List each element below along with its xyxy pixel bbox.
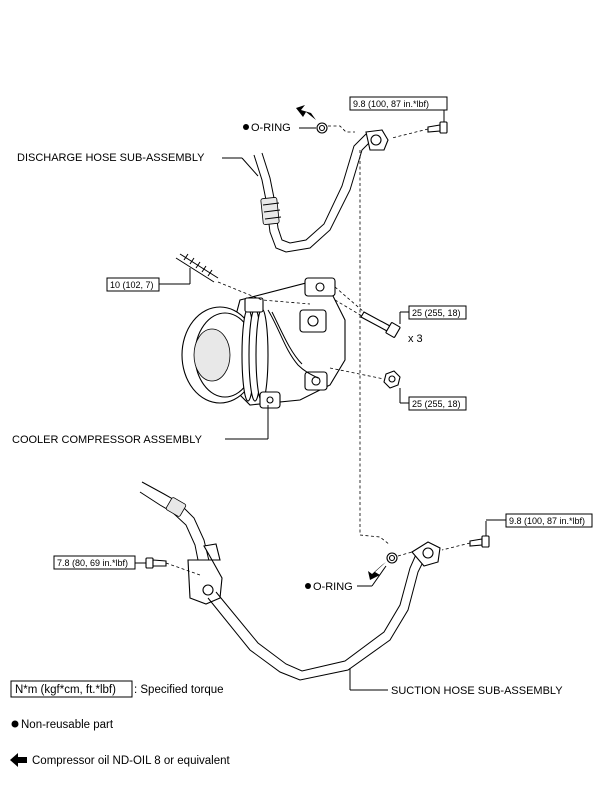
svg-text:N*m (kgf*cm, ft.*lbf): N*m (kgf*cm, ft.*lbf)	[15, 684, 116, 696]
torque-stud: 10 (102, 7)	[106, 268, 191, 292]
suction-hose	[139, 481, 441, 681]
arrow-left-icon	[10, 753, 27, 767]
compressor-callout: COOLER COMPRESSOR ASSEMBLY	[12, 405, 269, 446]
torque-bracket-bolt: 7.8 (80, 69 in.*lbf)	[53, 555, 146, 570]
svg-text:25 (255, 18): 25 (255, 18)	[412, 308, 461, 318]
svg-text:: Specified torque: : Specified torque	[134, 684, 224, 696]
legend-non-reusable: Non-reusable part	[11, 719, 114, 731]
oring-top-part	[316, 122, 328, 134]
compressor	[181, 277, 346, 409]
oring-bottom-label: O-RING	[313, 581, 353, 593]
compressor-bolt	[360, 311, 401, 338]
oring-top-label: O-RING	[251, 122, 291, 134]
compressor-oil-arrow-bottom	[368, 562, 386, 580]
discharge-hose-label: DISCHARGE HOSE SUB-ASSEMBLY	[17, 152, 205, 164]
oring-bottom-part	[386, 552, 398, 564]
torque-suction-bolt: 9.8 (100, 87 in.*lbf)	[486, 513, 593, 528]
svg-text:9.8 (100, 87 in.*lbf): 9.8 (100, 87 in.*lbf)	[353, 99, 429, 109]
torque-compressor-bolt: 25 (255, 18)	[399, 305, 467, 324]
svg-text:Compressor oil ND-OIL 8 or equ: Compressor oil ND-OIL 8 or equivalent	[32, 755, 231, 767]
oring-bottom-callout: O-RING	[305, 565, 387, 593]
stud-bolt	[175, 253, 219, 283]
compressor-nut	[383, 370, 401, 389]
suction-hose-label: SUCTION HOSE SUB-ASSEMBLY	[391, 685, 563, 697]
svg-text:25 (255, 18): 25 (255, 18)	[412, 399, 461, 409]
torque-discharge-bolt: 9.8 (100, 87 in.*lbf)	[349, 96, 448, 111]
suction-hose-callout: SUCTION HOSE SUB-ASSEMBLY	[349, 668, 563, 697]
legend-torque: N*m (kgf*cm, ft.*lbf) : Specified torque	[10, 680, 224, 698]
non-reusable-dot-icon	[11, 720, 19, 728]
svg-text:7.8 (80, 69 in.*lbf): 7.8 (80, 69 in.*lbf)	[57, 558, 128, 568]
oring-top-callout: O-RING	[243, 122, 316, 134]
svg-text:10 (102, 7): 10 (102, 7)	[110, 280, 154, 290]
svg-text:9.8 (100, 87 in.*lbf): 9.8 (100, 87 in.*lbf)	[509, 516, 585, 526]
torque-compressor-nut: 25 (255, 18)	[399, 388, 467, 411]
svg-text:Non-reusable part: Non-reusable part	[21, 719, 114, 731]
discharge-hose-callout: DISCHARGE HOSE SUB-ASSEMBLY	[17, 152, 259, 177]
compressor-label: COOLER COMPRESSOR ASSEMBLY	[12, 434, 203, 446]
legend-compressor-oil: Compressor oil ND-OIL 8 or equivalent	[10, 753, 231, 767]
suction-bolt	[469, 535, 490, 548]
bracket-bolt	[145, 557, 167, 569]
bolt-count-label: x 3	[408, 333, 423, 345]
compressor-oil-arrow-top	[296, 105, 316, 120]
discharge-bolt	[427, 121, 448, 134]
legend: N*m (kgf*cm, ft.*lbf) : Specified torque…	[10, 680, 231, 767]
discharge-hose	[253, 129, 389, 253]
